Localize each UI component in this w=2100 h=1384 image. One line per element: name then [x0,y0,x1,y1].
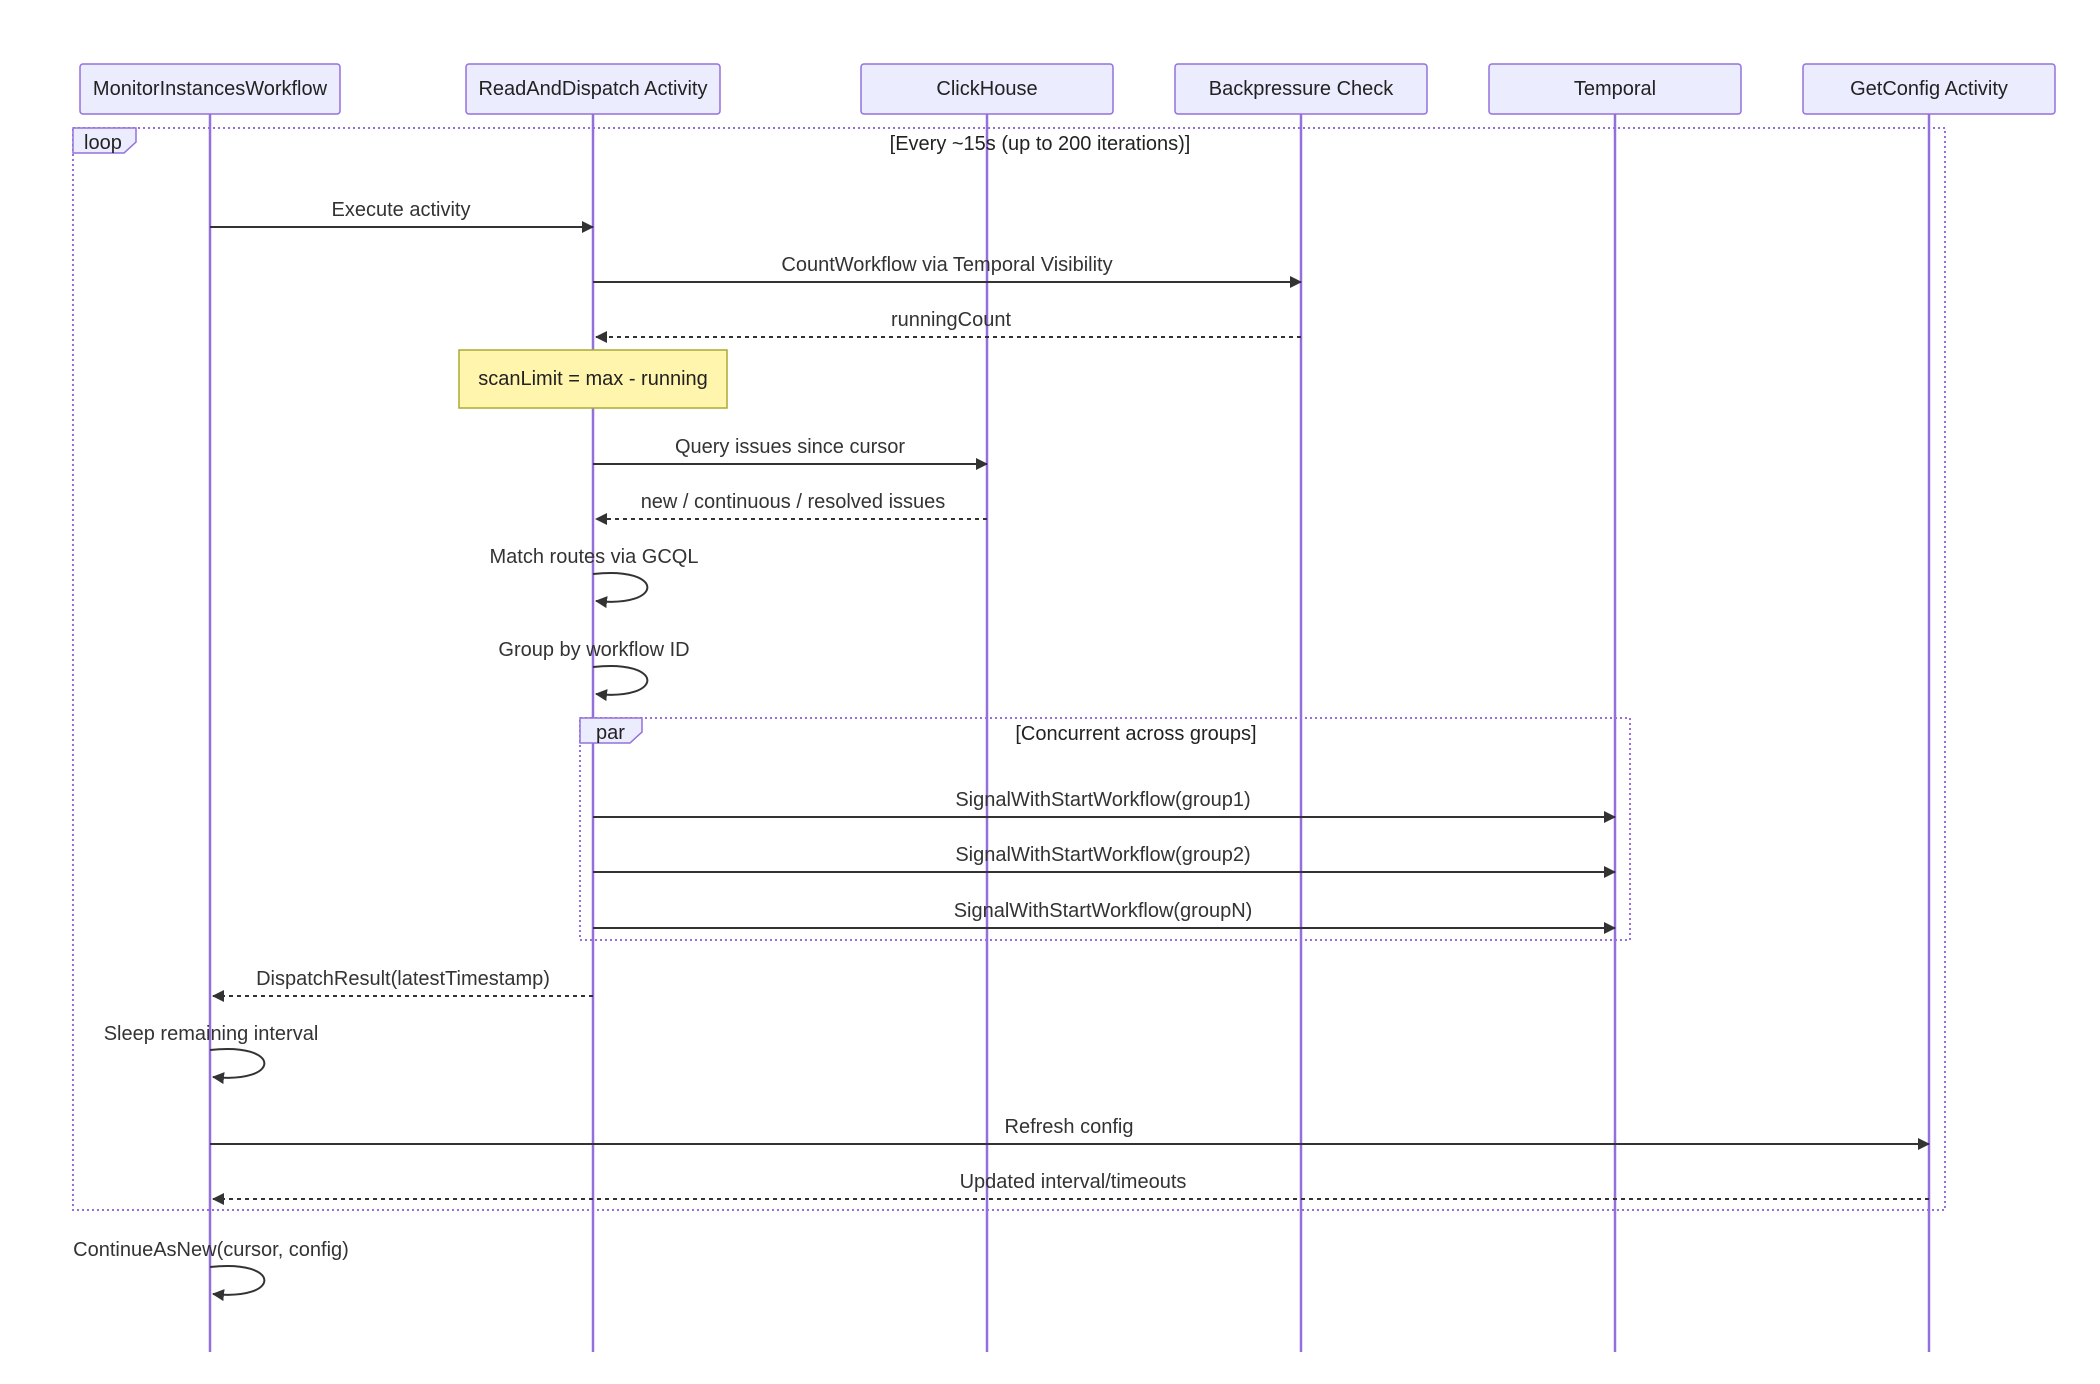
participant-label: GetConfig Activity [1850,78,2008,100]
participant-read: ReadAndDispatch Activity [465,63,721,115]
loop-frame: loop [Every ~15s (up to 200 iterations)] [72,127,1946,1211]
message-label: SignalWithStartWorkflow(groupN) [954,900,1253,922]
message-label: Group by workflow ID [498,639,689,661]
par-label: par [596,722,625,744]
message-label: ContinueAsNew(cursor, config) [73,1239,349,1261]
participant-label: ReadAndDispatch Activity [478,78,707,100]
self-message-arrow [209,1265,266,1302]
participant-label: Temporal [1574,78,1656,100]
par-condition: [Concurrent across groups] [1015,723,1256,745]
participant-clickhouse: ClickHouse [860,63,1114,115]
message-label: DispatchResult(latestTimestamp) [256,968,550,990]
message-label: Match routes via GCQL [490,546,699,568]
participant-label: Backpressure Check [1209,78,1395,100]
loop-condition: [Every ~15s (up to 200 iterations)] [890,133,1191,155]
message-label: Execute activity [332,199,471,221]
message-label: new / continuous / resolved issues [641,491,946,513]
lifelines [208,114,1931,1352]
participant-getconfig: GetConfig Activity [1802,63,2056,115]
participant-temporal: Temporal [1488,63,1742,115]
message-label: SignalWithStartWorkflow(group1) [955,789,1250,811]
message-label: runningCount [891,309,1012,331]
note-text: scanLimit = max - running [478,368,708,390]
participant-label: MonitorInstancesWorkflow [93,78,328,100]
participant-label: ClickHouse [936,78,1037,100]
message-label: Updated interval/timeouts [960,1171,1187,1193]
message-label: Refresh config [1005,1116,1134,1138]
message-label: Query issues since cursor [675,436,905,458]
message-label: SignalWithStartWorkflow(group2) [955,844,1250,866]
note: scanLimit = max - running [458,349,728,409]
messages: Execute activity CountWorkflow via Tempo… [73,199,1930,1302]
self-message-arrow [592,665,649,702]
par-frame: par [Concurrent across groups] [579,717,1631,941]
participant-backpressure: Backpressure Check [1174,63,1428,115]
message-label: CountWorkflow via Temporal Visibility [781,254,1112,276]
message-label: Sleep remaining interval [104,1023,319,1045]
self-message-arrow [209,1048,266,1085]
participant-monitor: MonitorInstancesWorkflow [79,63,341,115]
loop-label: loop [84,132,122,154]
self-message-arrow [592,572,649,609]
